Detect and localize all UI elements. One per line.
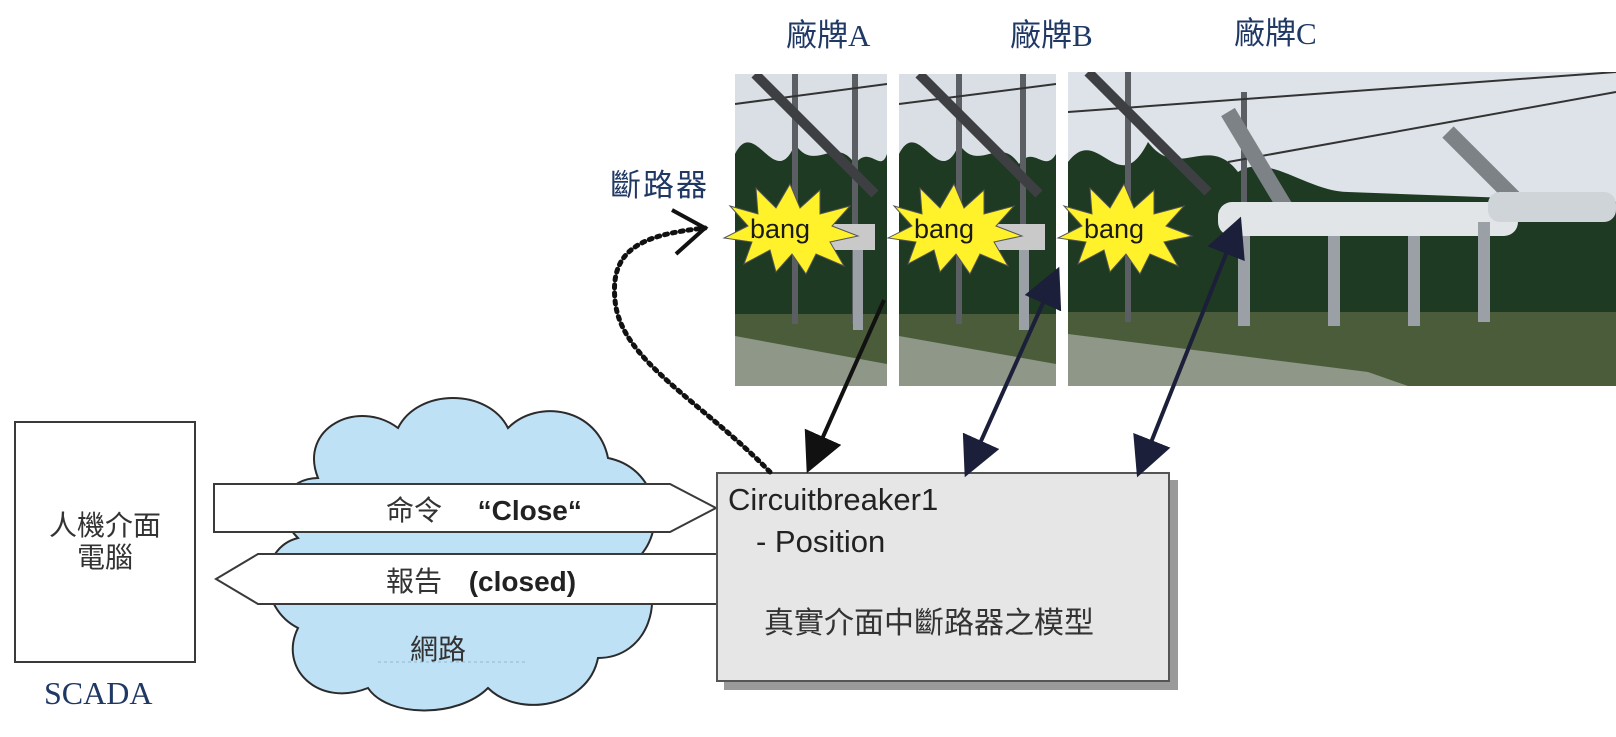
hmi-computer-box	[14, 421, 196, 663]
command-value: “Close“	[477, 495, 582, 526]
report-value: (closed)	[468, 566, 577, 597]
command-label: 命令	[386, 494, 443, 527]
command-arrow	[213, 483, 719, 533]
model-title: Circuitbreaker1	[728, 482, 939, 517]
bang-label-b: bang	[914, 214, 975, 244]
hmi-line-2: 電腦	[76, 541, 133, 574]
model-description: 真實介面中斷路器之模型	[764, 606, 1094, 641]
dotted-control-arrow	[611, 225, 773, 475]
vendor-c-link-arrow	[1133, 216, 1245, 478]
hmi-computer-label: 人機介面 電腦	[14, 510, 196, 574]
report-text: 報告 (closed)	[386, 560, 576, 600]
bang-burst-b	[886, 182, 1024, 275]
vendor-b-label: 廠牌B	[1010, 18, 1093, 53]
vendor-c-label: 廠牌C	[1234, 16, 1317, 51]
breaker-label: 斷路器	[610, 168, 709, 203]
bang-label-a: bang	[750, 214, 811, 244]
vendor-b-link-arrow	[962, 266, 1062, 478]
scada-label: SCADA	[44, 675, 153, 711]
hmi-line-1: 人機介面	[48, 509, 161, 542]
report-label: 報告	[386, 565, 443, 598]
model-attribute: - Position	[756, 524, 886, 559]
bang-burst-a	[722, 182, 860, 275]
command-text: 命令 “Close“	[386, 489, 582, 529]
dotted-arrow-head	[671, 208, 709, 256]
vendor-a-link-arrow	[804, 299, 886, 474]
network-label: 網路	[410, 633, 467, 666]
vendor-a-label: 廠牌A	[786, 18, 871, 53]
breaker-model-box	[716, 472, 1170, 682]
